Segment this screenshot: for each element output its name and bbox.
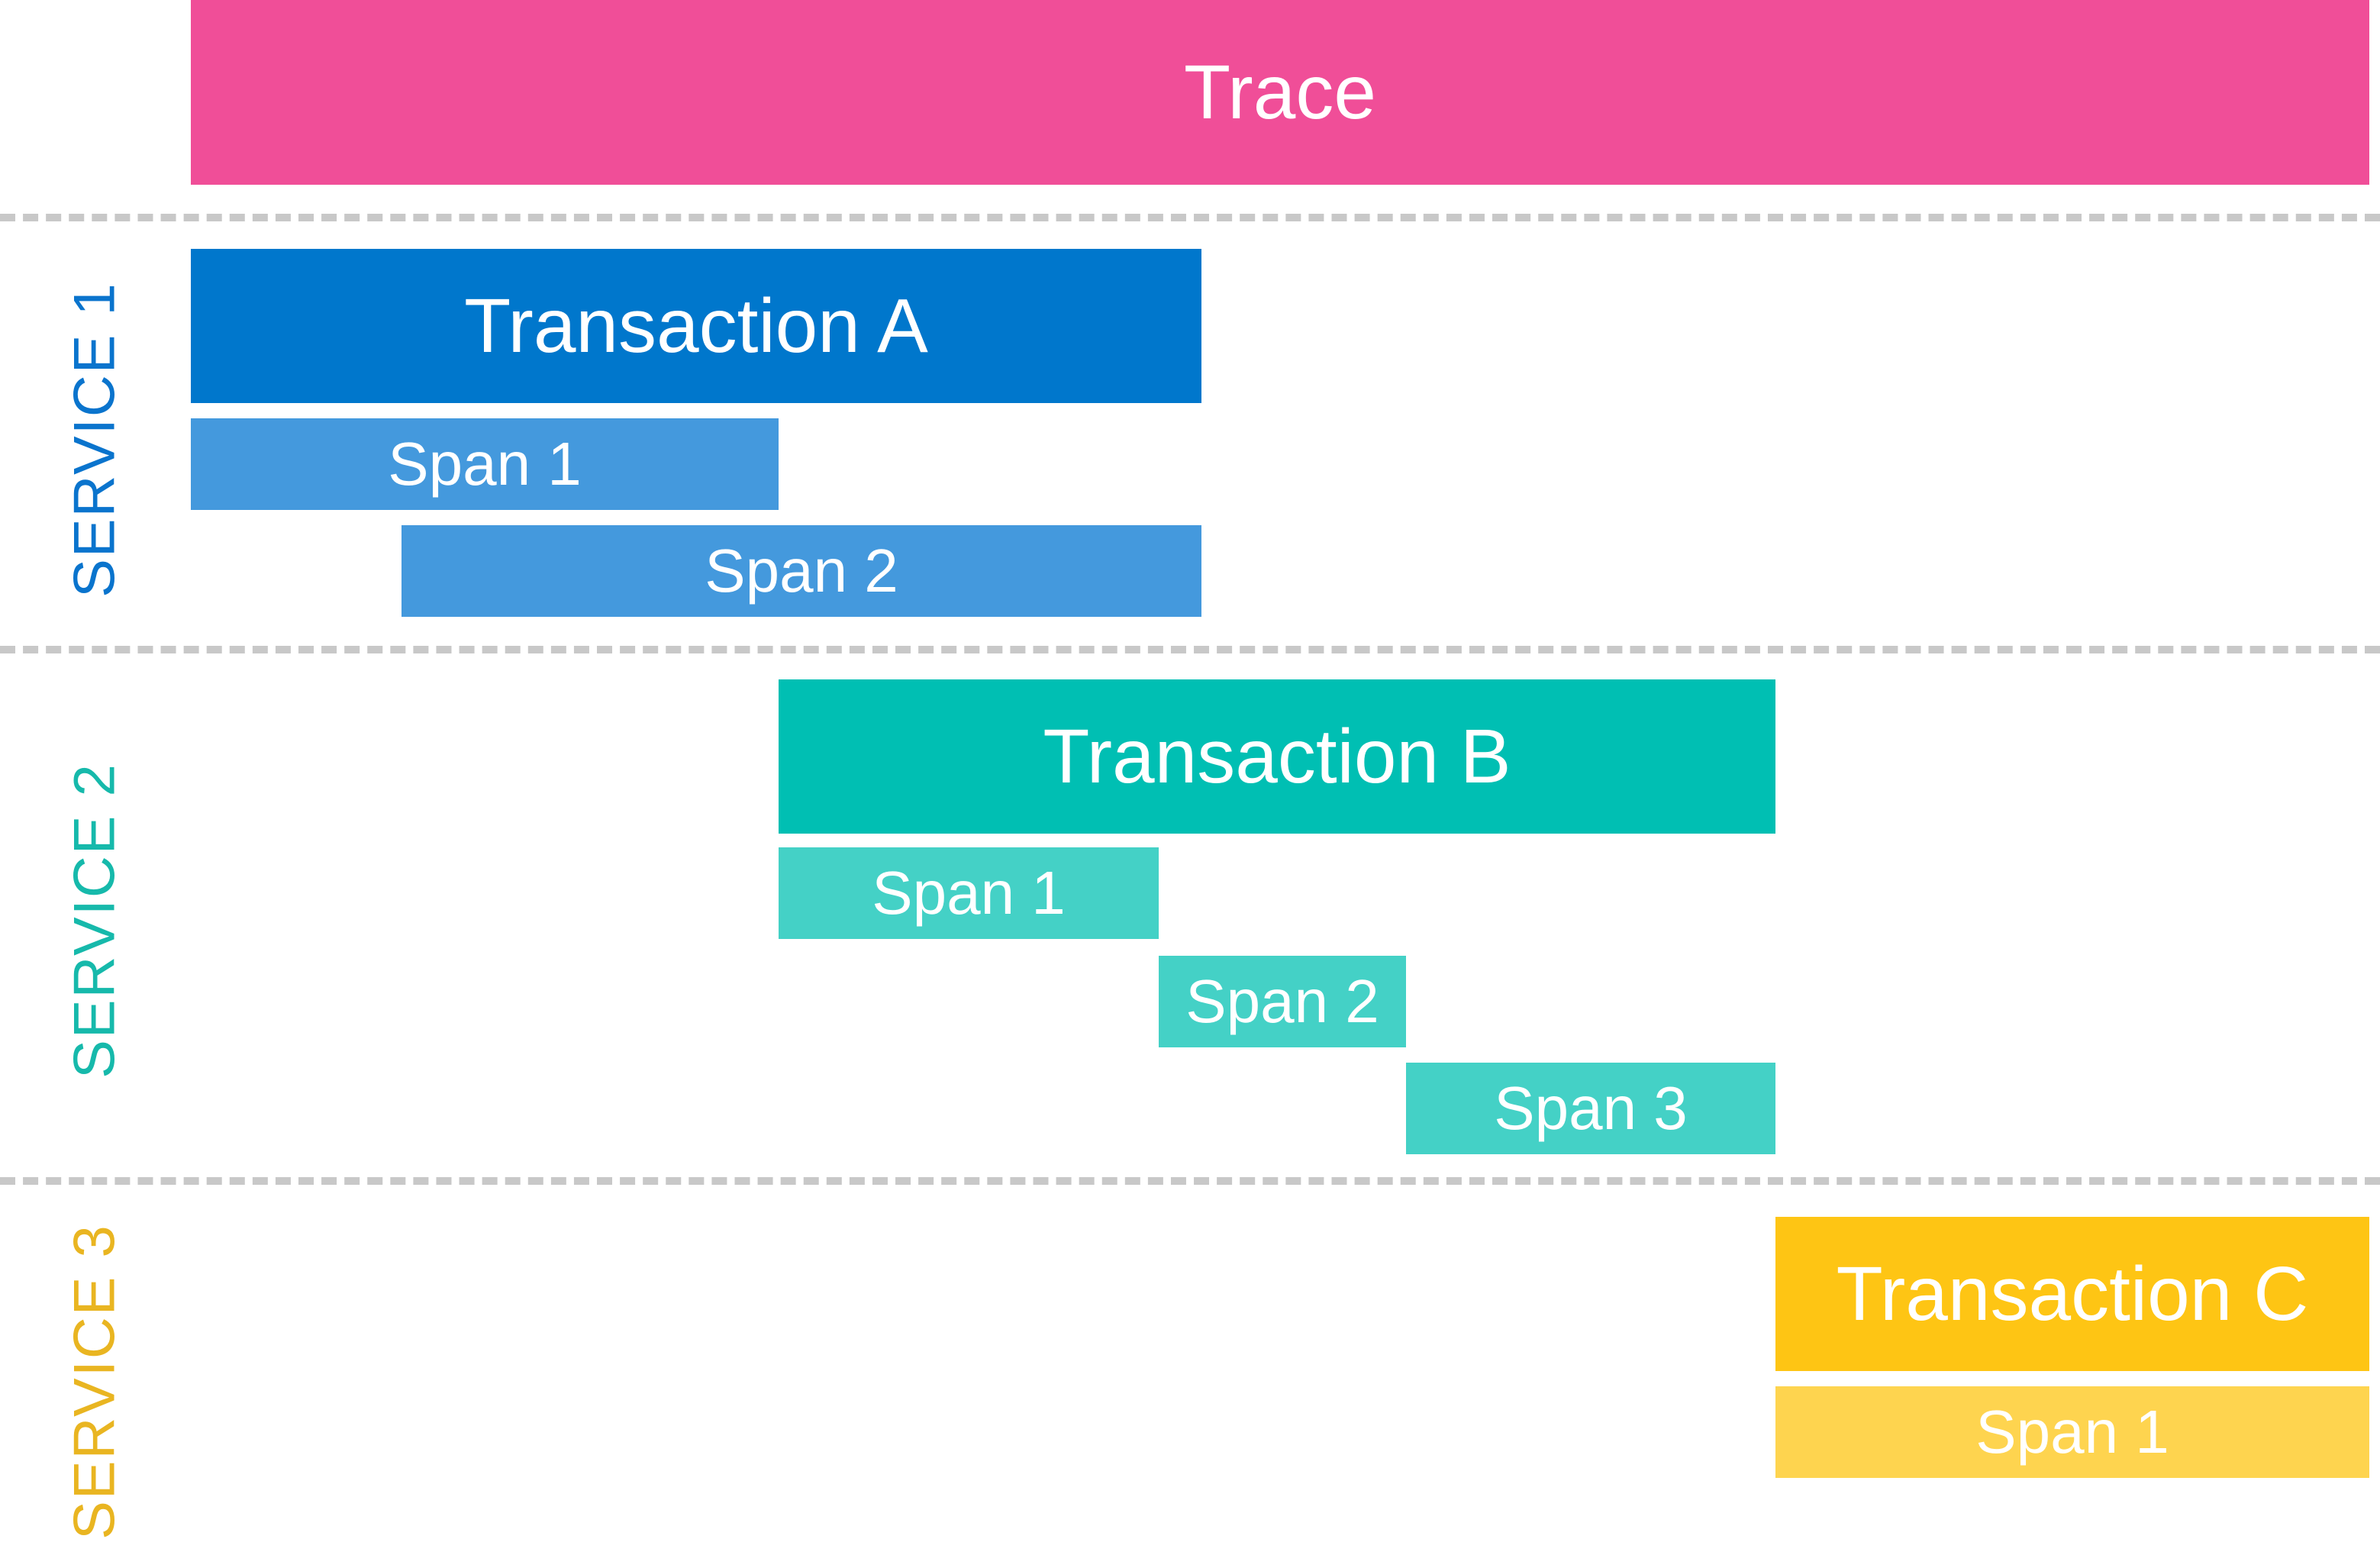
service-2-span-3-bar: Span 3 xyxy=(1406,1063,1775,1154)
transaction-b-label: Transaction B xyxy=(1043,713,1511,799)
span-label: Span 1 xyxy=(872,859,1066,927)
span-label: Span 2 xyxy=(705,537,898,605)
span-label: Span 2 xyxy=(1185,967,1379,1035)
section-divider xyxy=(0,1177,2380,1185)
service-2-span-2-bar: Span 2 xyxy=(1159,956,1406,1047)
section-divider xyxy=(0,214,2380,221)
span-label: Span 3 xyxy=(1494,1074,1688,1142)
span-label: Span 1 xyxy=(1975,1398,2169,1466)
transaction-a-bar: Transaction A xyxy=(191,249,1201,403)
service-1-label: SERVICE 1 xyxy=(62,282,127,598)
service-1-span-2-bar: Span 2 xyxy=(402,525,1201,617)
service-1-span-1-bar: Span 1 xyxy=(191,418,779,510)
service-3-span-1-bar: Span 1 xyxy=(1775,1386,2369,1478)
service-2-span-1-bar: Span 1 xyxy=(779,847,1159,939)
section-divider xyxy=(0,646,2380,653)
trace-bar: Trace xyxy=(191,0,2369,185)
transaction-a-label: Transaction A xyxy=(464,282,928,369)
trace-label: Trace xyxy=(1184,49,1376,135)
span-label: Span 1 xyxy=(388,430,582,498)
service-2-label: SERVICE 2 xyxy=(62,763,127,1079)
transaction-c-label: Transaction C xyxy=(1836,1250,2309,1337)
transaction-c-bar: Transaction C xyxy=(1775,1217,2369,1371)
transaction-b-bar: Transaction B xyxy=(779,679,1775,834)
service-3-label: SERVICE 3 xyxy=(62,1224,127,1540)
